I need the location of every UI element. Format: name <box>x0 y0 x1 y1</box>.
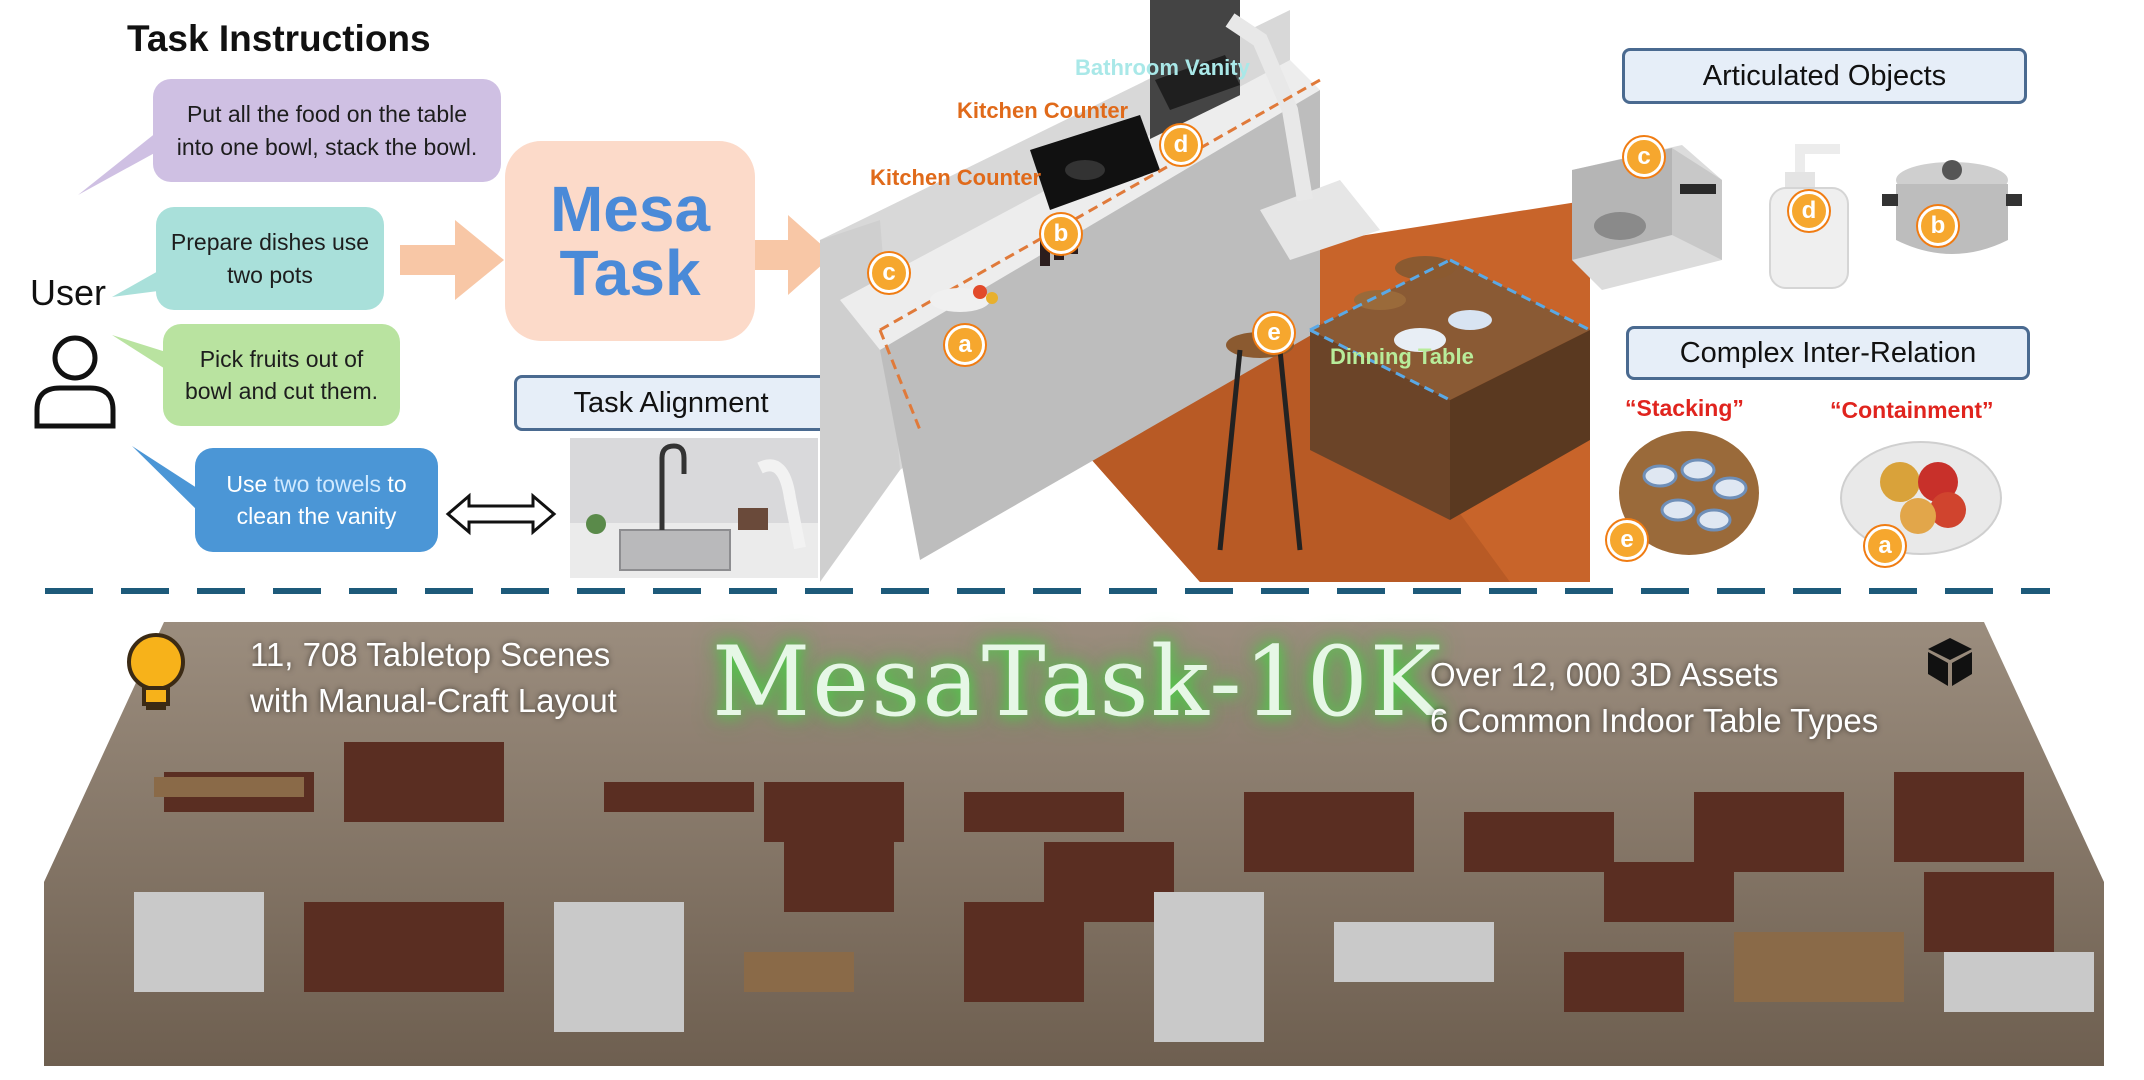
scene-badge-b: b <box>1041 214 1081 254</box>
scene-badge-e: e <box>1254 313 1294 353</box>
cube-icon <box>1928 638 1972 686</box>
scene-badge-c: c <box>869 253 909 293</box>
dataset-right-line-1: Over 12, 000 3D Assets <box>1430 656 1779 693</box>
instruction-bubble-4: Use two towels to clean the vanity <box>195 448 438 552</box>
instruction-bubble-3: Pick fruits out of bowl and cut them. <box>163 324 400 426</box>
articulated-badge-bottle: d <box>1789 191 1829 231</box>
complex-inter-relation-title: Complex Inter-Relation <box>1626 326 2030 380</box>
microwave-render <box>1572 145 1722 290</box>
task-instructions-title: Task Instructions <box>127 18 431 59</box>
pot-render <box>1882 160 2022 254</box>
dataset-floor <box>44 622 2104 1066</box>
bubble-tails <box>78 120 202 515</box>
mesatask-box: Mesa Task <box>505 141 755 341</box>
stacking-label: “Stacking” <box>1625 395 1744 421</box>
arrow-right-icon <box>400 220 504 300</box>
instruction-4-prefix: Use <box>226 470 274 497</box>
label-dinning-table: Dinning Table <box>1330 344 1474 369</box>
lightbulb-icon <box>127 633 185 710</box>
articulated-badge-pot: b <box>1918 206 1958 246</box>
scene-badge-d: d <box>1161 125 1201 165</box>
instruction-bubble-1: Put all the food on the table into one b… <box>153 79 501 182</box>
dataset-stat-left: 11, 708 Tabletop Scenes with Manual-Craf… <box>250 632 617 724</box>
user-label: User <box>30 272 107 313</box>
label-bathroom-vanity: Bathroom Vanity <box>1075 55 1250 80</box>
section-divider <box>45 588 2050 594</box>
task-alignment-render <box>570 438 818 578</box>
relation-badge-stacking: e <box>1607 520 1647 560</box>
dataset-left-line-2: with Manual-Craft Layout <box>250 682 617 720</box>
scene-badge-a: a <box>945 325 985 365</box>
dataset-stat-right: Over 12, 000 3D Assets 6 Common Indoor T… <box>1430 652 1878 744</box>
task-alignment-label: Task Alignment <box>514 375 828 431</box>
containment-label: “Containment” <box>1830 397 1994 423</box>
mesatask-line-2: Task <box>559 237 701 309</box>
dataset-left-line-1: 11, 708 Tabletop Scenes <box>250 636 611 673</box>
relation-badge-containment: a <box>1865 526 1905 566</box>
containment-render <box>1840 441 2002 555</box>
mesatask-line-1: Mesa <box>549 173 711 245</box>
articulated-objects-title: Articulated Objects <box>1622 48 2027 104</box>
articulated-badge-microwave: c <box>1624 137 1664 177</box>
double-arrow-icon <box>445 492 557 536</box>
dataset-right-line-2: 6 Common Indoor Table Types <box>1430 702 1879 740</box>
instruction-4-suffix: to clean the vanity <box>236 470 407 529</box>
stacking-render <box>1619 431 1759 555</box>
scene-render <box>820 0 1590 582</box>
instruction-4-highlight: two towels <box>273 470 382 497</box>
label-kitchen-counter-2: Kitchen Counter <box>870 165 1042 190</box>
label-kitchen-counter-1: Kitchen Counter <box>957 98 1129 123</box>
arrow-right-icon <box>738 215 833 295</box>
user-icon <box>34 335 116 429</box>
mesatask-10k-title: MesaTask-10K <box>712 626 1444 738</box>
instruction-bubble-2: Prepare dishes use two pots <box>156 207 384 310</box>
